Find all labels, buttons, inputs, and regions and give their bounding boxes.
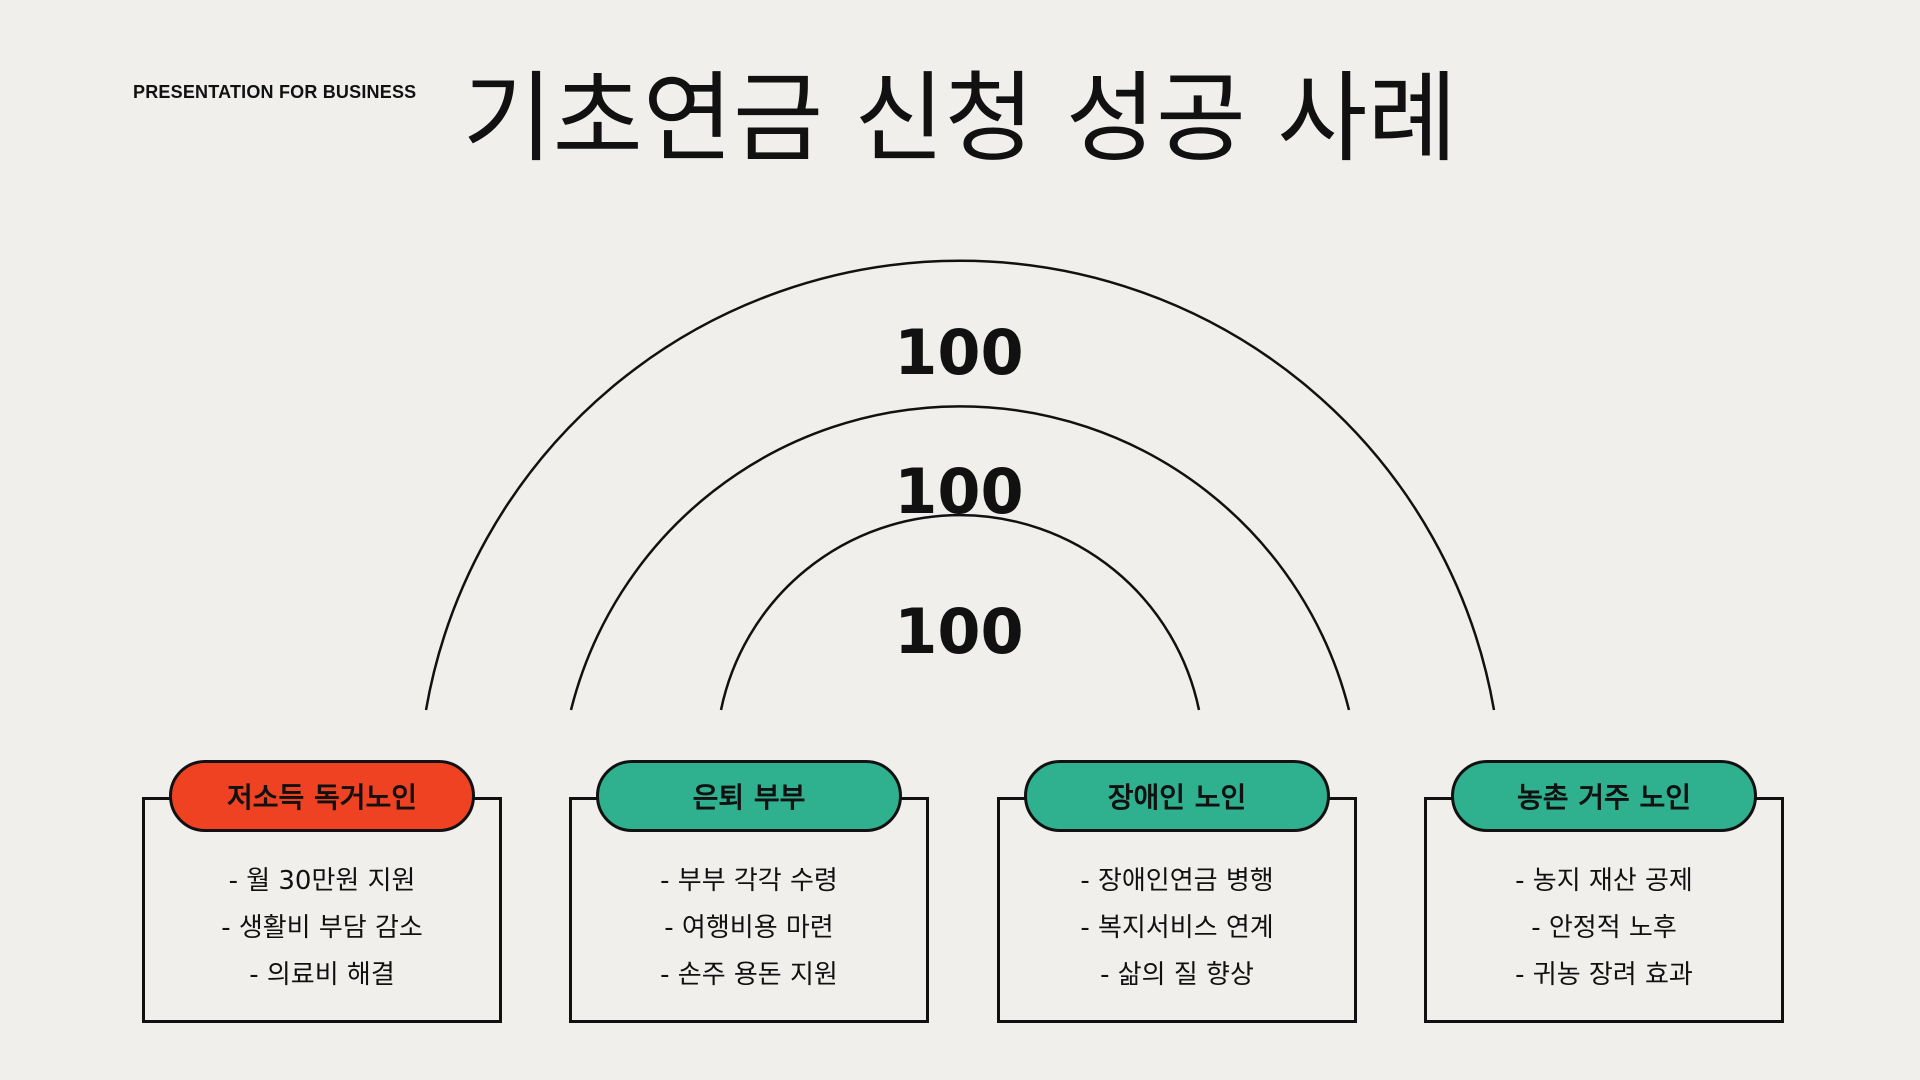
case-card-line: - 농지 재산 공제 bbox=[1515, 866, 1693, 896]
case-card-line: - 장애인연금 병행 bbox=[1080, 866, 1274, 896]
outer-arc-value: 100 bbox=[894, 316, 1024, 389]
case-card-line: - 월 30만원 지원 bbox=[228, 866, 416, 896]
case-card-details: - 월 30만원 지원 - 생활비 부담 감소 - 의료비 해결 bbox=[145, 858, 499, 999]
case-label-retired-couple: 은퇴 부부 bbox=[596, 760, 902, 832]
case-label-rural-senior: 농촌 거주 노인 bbox=[1451, 760, 1757, 832]
case-card-line: - 부부 각각 수령 bbox=[660, 866, 838, 896]
eyebrow-label: PRESENTATION FOR BUSINESS bbox=[133, 82, 417, 102]
inner-arc bbox=[719, 513, 1201, 711]
case-card-low-income: - 월 30만원 지원 - 생활비 부담 감소 - 의료비 해결 bbox=[142, 797, 502, 1023]
case-card-details: - 부부 각각 수령 - 여행비용 마련 - 손주 용돈 지원 bbox=[572, 858, 926, 999]
middle-arc-value: 100 bbox=[894, 455, 1024, 528]
case-card-line: - 복지서비스 연계 bbox=[1080, 913, 1274, 943]
inner-arc-value: 100 bbox=[894, 595, 1024, 668]
middle-arc bbox=[569, 405, 1351, 711]
case-card-line: - 손주 용돈 지원 bbox=[660, 960, 838, 990]
case-card-details: - 농지 재산 공제 - 안정적 노후 - 귀농 장려 효과 bbox=[1427, 858, 1781, 999]
case-label-low-income: 저소득 독거노인 bbox=[169, 760, 475, 832]
case-label-disabled-senior: 장애인 노인 bbox=[1024, 760, 1330, 832]
case-card-line: - 의료비 해결 bbox=[249, 960, 395, 990]
outer-arc bbox=[424, 259, 1496, 711]
case-card-details: - 장애인연금 병행 - 복지서비스 연계 - 삶의 질 향상 bbox=[1000, 858, 1354, 999]
case-card-line: - 생활비 부담 감소 bbox=[221, 913, 423, 943]
case-card-line: - 삶의 질 향상 bbox=[1100, 960, 1254, 990]
case-card-line: - 여행비용 마련 bbox=[664, 913, 834, 943]
page-title: 기초연금 신청 성공 사례 bbox=[462, 62, 1458, 176]
case-card-line: - 안정적 노후 bbox=[1531, 913, 1677, 943]
case-card-line: - 귀농 장려 효과 bbox=[1515, 960, 1693, 990]
